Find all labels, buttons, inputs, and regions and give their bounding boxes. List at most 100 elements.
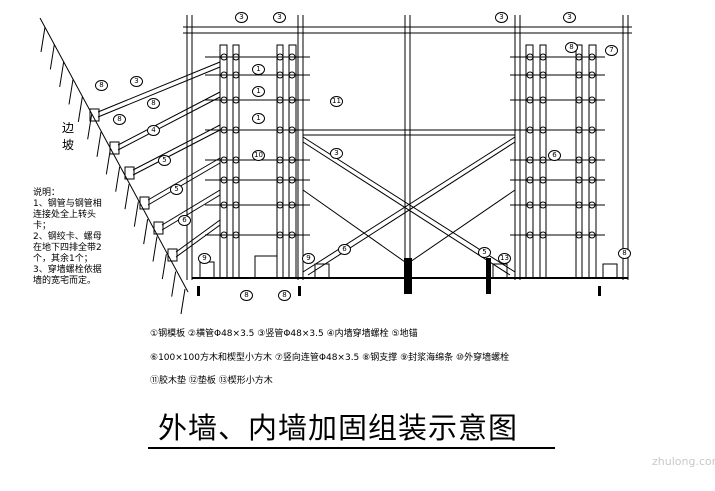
bolt-nut (276, 201, 284, 209)
note-item: 1、钢管与钢管相连接处全上转头卡； (33, 199, 102, 231)
callout-marker: 8 (113, 114, 126, 125)
bolt-nut (539, 231, 547, 239)
callout-marker: 4 (147, 125, 160, 136)
wedge-block (153, 221, 164, 235)
legend-line-1: ①钢模板 ②横管Φ48×3.5 ③竖管Φ48×3.5 ④内墙穿墙螺栓 ⑤地锚 (150, 329, 418, 339)
bolt-nut (575, 53, 583, 61)
callout-marker: 3 (273, 12, 286, 23)
strut (175, 224, 221, 258)
callout-marker: 10 (252, 150, 265, 161)
wedge-block (109, 141, 120, 155)
ground-anchors (197, 258, 601, 296)
callout-marker: 3 (563, 12, 576, 23)
bolt-nut (526, 231, 534, 239)
bolt-nut (220, 126, 228, 134)
bolt-nut (276, 176, 284, 184)
bolt-nut (276, 231, 284, 239)
hatch-mark (40, 26, 46, 53)
strut (117, 96, 221, 151)
bolt-nut (232, 53, 240, 61)
slope-line (39, 17, 189, 293)
callout-marker: 3 (495, 12, 508, 23)
drawing-title: 外墙、内墙加固组装示意图 (158, 411, 519, 445)
bolt-nut (220, 156, 228, 164)
wedge-block (139, 196, 150, 210)
bolt-nut (539, 156, 547, 164)
bolt-nut (288, 53, 296, 61)
bolt-nut (575, 96, 583, 104)
bolt-nut (220, 231, 228, 239)
note-item: 3、穿墙螺栓依据墙的宽宅而定。 (33, 265, 102, 286)
bolt-nut (288, 71, 296, 79)
callout-marker: 13 (498, 253, 511, 264)
hatch-mark (87, 114, 93, 140)
hatch-mark (133, 201, 139, 227)
bolt-nut (588, 176, 596, 184)
bolt-nut (539, 53, 547, 61)
bolt-nut (575, 201, 583, 209)
callout-marker: 9 (198, 253, 211, 264)
bolt-nut (526, 176, 534, 184)
bolt-nut (288, 201, 296, 209)
bolt-nut (575, 231, 583, 239)
bolt-nut (539, 126, 547, 134)
bolt-nut (588, 96, 596, 104)
strut (97, 66, 221, 118)
legend-line-2: ⑥100×100方木和楔型小方木 ⑦竖向连管Φ48×3.5 ⑧钢支撑 ⑨封浆海绵… (150, 353, 510, 363)
timber-blocks (199, 255, 618, 279)
bolt-nut (575, 156, 583, 164)
bolt-nut (276, 126, 284, 134)
bolt-nut (575, 176, 583, 184)
wedge-block (89, 108, 100, 122)
bolt-nut (232, 201, 240, 209)
hatch-mark (180, 288, 186, 315)
bolt-nut (232, 156, 240, 164)
tie-bolts (205, 53, 605, 239)
bolt-nut (526, 71, 534, 79)
bolt-nut (288, 96, 296, 104)
callout-marker: 6 (548, 150, 561, 161)
bolt-nut (232, 96, 240, 104)
callout-marker: 8 (95, 80, 108, 91)
notes: 说明： 1、钢管与钢管相连接处全上转头卡； 2、钢绞卡、螺母在地下四排全带2个，… (33, 188, 105, 287)
callout-marker: 1 (252, 64, 265, 75)
bolt-nut (575, 126, 583, 134)
strut (97, 61, 221, 113)
strut (117, 91, 221, 146)
bolt-nut (276, 156, 284, 164)
hatch-mark (171, 271, 177, 297)
hatch-mark (152, 236, 158, 262)
bolt-nut (575, 71, 583, 79)
callout-marker: 8 (278, 290, 291, 301)
callout-marker: 5 (158, 155, 171, 166)
bolt-nut (232, 71, 240, 79)
right-wall-formwork (525, 44, 597, 279)
left-wall-formwork (219, 44, 297, 279)
bolt-nut (539, 176, 547, 184)
callout-marker: 1 (252, 86, 265, 97)
callout-marker: 5 (170, 184, 183, 195)
callout-marker: 1 (252, 113, 265, 124)
strut (175, 219, 221, 253)
wedge-block (167, 248, 178, 262)
bolt-nut (276, 53, 284, 61)
bolt-nut (276, 96, 284, 104)
bolt-nut (276, 71, 284, 79)
bolt-nut (220, 176, 228, 184)
bolt-nut (539, 96, 547, 104)
bolt-nut (232, 231, 240, 239)
callout-marker: 6 (338, 244, 351, 255)
hatch-mark (49, 44, 55, 70)
bolt-nut (232, 126, 240, 134)
bolt-nut (288, 231, 296, 239)
strut (132, 124, 221, 171)
bolt-nut (526, 96, 534, 104)
strut (161, 189, 221, 226)
bolt-nut (539, 71, 547, 79)
bolt-nut (220, 71, 228, 79)
bolt-nut (288, 176, 296, 184)
callout-marker: 6 (178, 215, 191, 226)
vertical-posts (186, 15, 629, 280)
bolt-nut (220, 96, 228, 104)
